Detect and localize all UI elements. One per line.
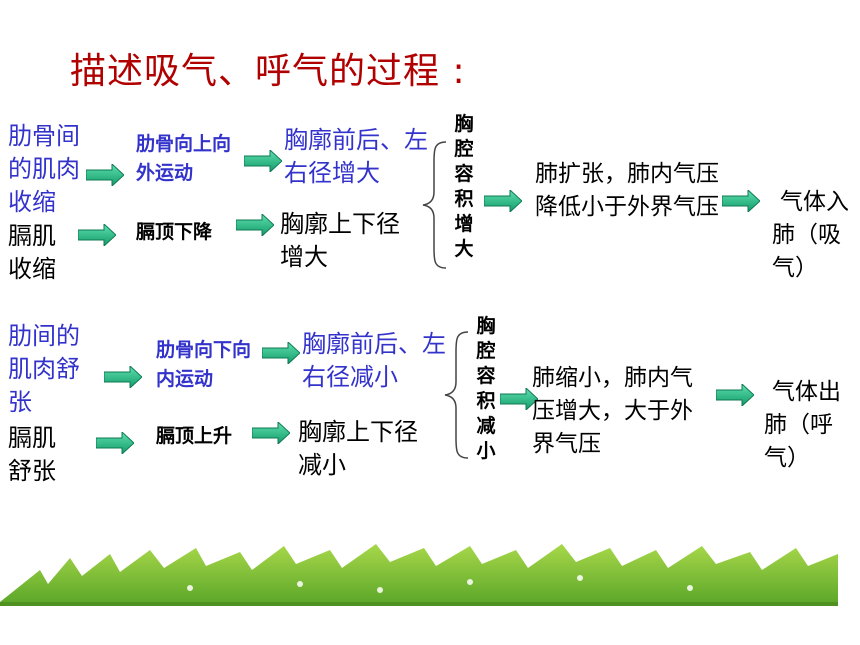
arrow-icon	[86, 164, 124, 186]
arrow-icon	[244, 150, 282, 172]
exhale-diaphragm-muscle: 膈肌舒张	[8, 424, 56, 485]
exhale-rib-muscle: 肋间的肌肉舒张	[8, 322, 80, 416]
inhale-lung: 肺扩张，肺内气压降低小于外界气压	[535, 161, 719, 220]
grass-decoration	[0, 544, 838, 606]
exhale-chest-vertical: 胸廓上下径减小	[298, 418, 418, 479]
arrow-icon	[104, 366, 142, 388]
inhale-result: 气体入肺（吸气）	[772, 189, 849, 281]
inhale-rib-move: 肋骨向上向外运动	[136, 133, 232, 184]
arrow-icon	[262, 342, 300, 364]
arrow-icon	[252, 422, 290, 444]
arrow-icon	[722, 190, 760, 212]
arrow-icon	[96, 432, 134, 454]
page-title: 描述吸气、呼气的过程 :	[70, 51, 466, 92]
arrow-icon	[484, 190, 522, 212]
brace-icon	[422, 141, 447, 269]
exhale-rib-move: 肋骨向下向内运动	[156, 339, 252, 390]
brace-icon	[444, 331, 469, 459]
inhale-chest-vertical: 胸廓上下径增大	[280, 210, 400, 271]
arrow-icon	[500, 388, 538, 410]
inhale-diaphragm-muscle: 膈肌收缩	[8, 222, 56, 283]
exhale-diaphragm-move: 膈顶上升	[156, 425, 233, 447]
inhale-diaphragm-move: 膈顶下降	[136, 221, 213, 243]
inhale-cavity: 胸腔容积增大	[454, 113, 474, 260]
exhale-chest-front: 胸廓前后、左右径减小	[302, 330, 446, 391]
inhale-rib-muscle: 肋骨间的肌肉收缩	[8, 122, 80, 216]
inhale-chest-front: 胸廓前后、左右径增大	[284, 126, 428, 187]
exhale-result: 气体出肺（呼气）	[764, 379, 841, 471]
arrow-icon	[716, 384, 754, 406]
exhale-lung: 肺缩小，肺内气压增大，大于外界气压	[532, 365, 693, 457]
exhale-cavity: 胸腔容积减小	[476, 315, 496, 462]
arrow-icon	[236, 214, 274, 236]
arrow-icon	[78, 224, 116, 246]
